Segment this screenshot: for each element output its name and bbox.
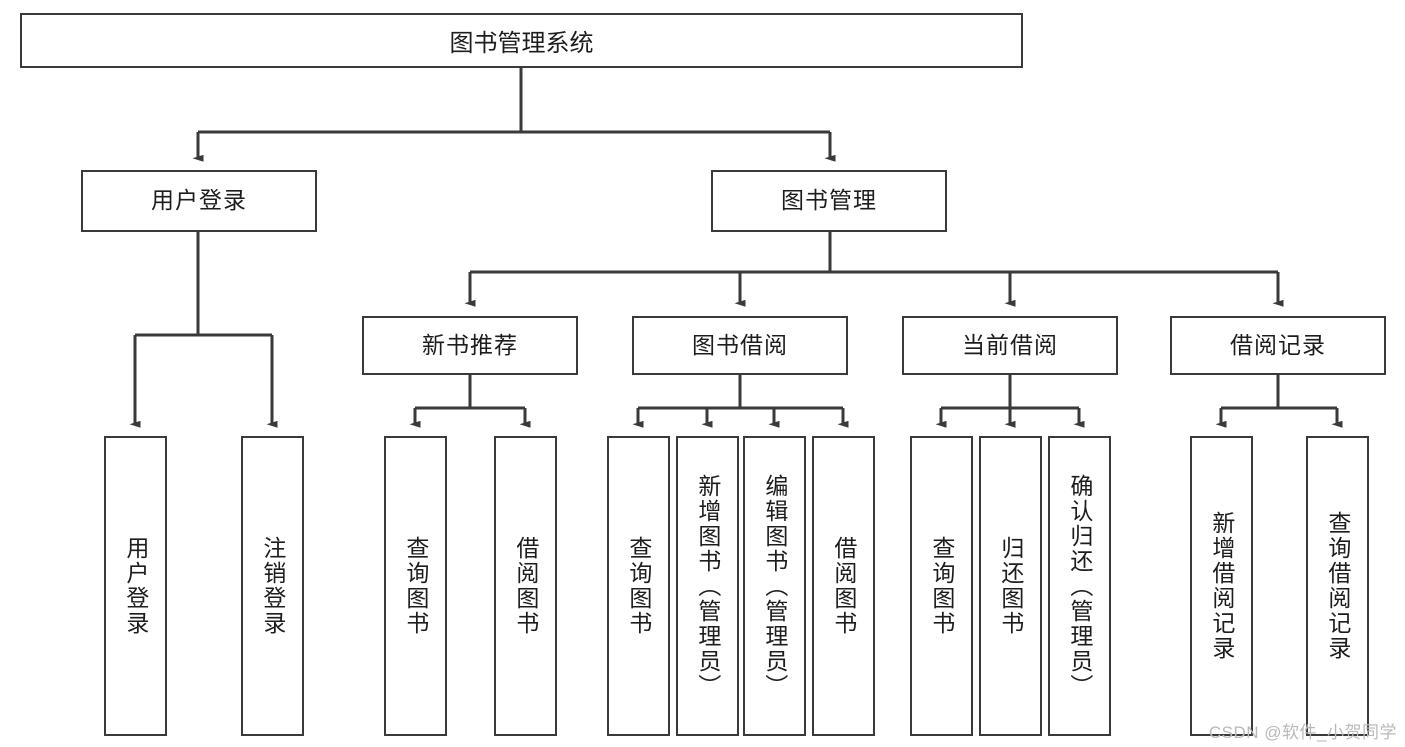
- leaf-borrow-record-add[interactable]: 新增借阅记录: [1190, 436, 1253, 736]
- leaf-label: 查询图书: [625, 536, 652, 636]
- node-user-login[interactable]: 用户登录: [81, 170, 317, 232]
- node-book-borrow-label: 图书借阅: [692, 331, 788, 358]
- node-root[interactable]: 图书管理系统: [20, 13, 1023, 68]
- node-current-borrow-label: 当前借阅: [962, 331, 1058, 358]
- node-book-management-label: 图书管理: [781, 187, 877, 214]
- leaf-new-book-query[interactable]: 查询图书: [384, 436, 447, 736]
- leaf-label: 编辑图书（管理员）: [761, 473, 788, 699]
- leaf-current-borrow-return[interactable]: 归还图书: [979, 436, 1042, 736]
- leaf-label: 借阅图书: [512, 536, 539, 636]
- node-new-book-recommend-label: 新书推荐: [422, 331, 518, 358]
- watermark: CSDN @软件_小贺同学: [1208, 723, 1397, 742]
- leaf-borrow-record-query[interactable]: 查询借阅记录: [1306, 436, 1369, 736]
- leaf-label: 查询借阅记录: [1324, 511, 1351, 661]
- leaf-current-borrow-confirm-return[interactable]: 确认归还（管理员）: [1048, 436, 1111, 736]
- node-user-login-label: 用户登录: [151, 187, 247, 214]
- node-book-borrow[interactable]: 图书借阅: [632, 316, 848, 375]
- leaf-current-borrow-query[interactable]: 查询图书: [910, 436, 973, 736]
- leaf-label: 查询图书: [402, 536, 429, 636]
- node-book-management[interactable]: 图书管理: [711, 170, 947, 232]
- leaf-label: 借阅图书: [830, 536, 857, 636]
- leaf-label: 注销登录: [259, 536, 286, 636]
- leaf-user-login-logout[interactable]: 注销登录: [241, 436, 304, 736]
- leaf-user-login-login[interactable]: 用户登录: [104, 436, 167, 736]
- node-borrow-record-label: 借阅记录: [1230, 331, 1326, 358]
- leaf-label: 查询图书: [928, 536, 955, 636]
- leaf-label: 归还图书: [997, 536, 1024, 636]
- leaf-label: 用户登录: [122, 536, 149, 636]
- leaf-label: 新增借阅记录: [1208, 511, 1235, 661]
- leaf-label: 确认归还（管理员）: [1066, 473, 1093, 699]
- node-current-borrow[interactable]: 当前借阅: [902, 316, 1118, 375]
- leaf-new-book-borrow[interactable]: 借阅图书: [494, 436, 557, 736]
- leaf-book-borrow-edit[interactable]: 编辑图书（管理员）: [743, 436, 806, 736]
- node-borrow-record[interactable]: 借阅记录: [1170, 316, 1386, 375]
- node-root-label: 图书管理系统: [449, 30, 594, 57]
- leaf-book-borrow-borrow[interactable]: 借阅图书: [812, 436, 875, 736]
- leaf-book-borrow-query[interactable]: 查询图书: [607, 436, 670, 736]
- leaf-book-borrow-add[interactable]: 新增图书（管理员）: [676, 436, 739, 736]
- node-new-book-recommend[interactable]: 新书推荐: [362, 316, 578, 375]
- leaf-label: 新增图书（管理员）: [694, 473, 721, 699]
